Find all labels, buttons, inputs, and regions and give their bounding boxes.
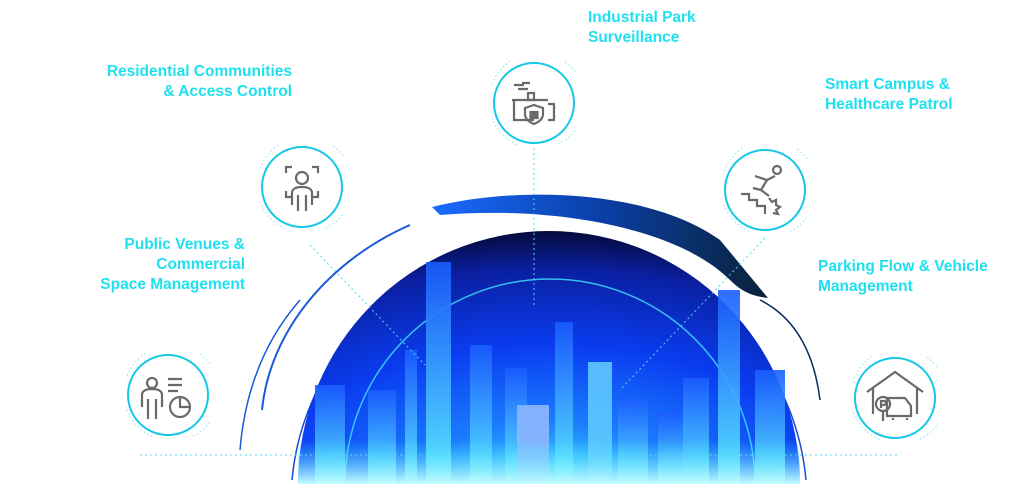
person-analytics-icon <box>126 353 210 437</box>
label-line: Public Venues & <box>124 236 245 253</box>
label-residential: Residential Communities & Access Control <box>107 62 292 102</box>
label-line: Residential Communities <box>106 63 292 80</box>
label-line: Industrial Park <box>588 9 696 26</box>
face-recognition-person-icon <box>260 145 344 229</box>
factory-shield-lock-icon <box>492 61 576 145</box>
label-line: Space Management <box>100 276 245 293</box>
parking-garage-car-icon <box>853 356 937 440</box>
label-parking: Parking Flow & Vehicle Management <box>818 257 988 297</box>
label-industrial-park: Industrial Park Surveillance <box>588 8 696 48</box>
label-line: Parking Flow & Vehicle <box>818 258 988 275</box>
label-smart-campus: Smart Campus & Healthcare Patrol <box>825 75 953 115</box>
label-line: Management <box>818 278 913 295</box>
label-line: Healthcare Patrol <box>825 96 953 113</box>
label-line: Smart Campus & <box>825 76 950 93</box>
label-line: & Access Control <box>163 83 292 100</box>
label-public-venues: Public Venues & Commercial Space Managem… <box>100 235 245 295</box>
person-falling-stairs-icon <box>723 148 807 232</box>
label-line: Commercial <box>156 256 245 273</box>
label-line: Surveillance <box>588 29 680 46</box>
